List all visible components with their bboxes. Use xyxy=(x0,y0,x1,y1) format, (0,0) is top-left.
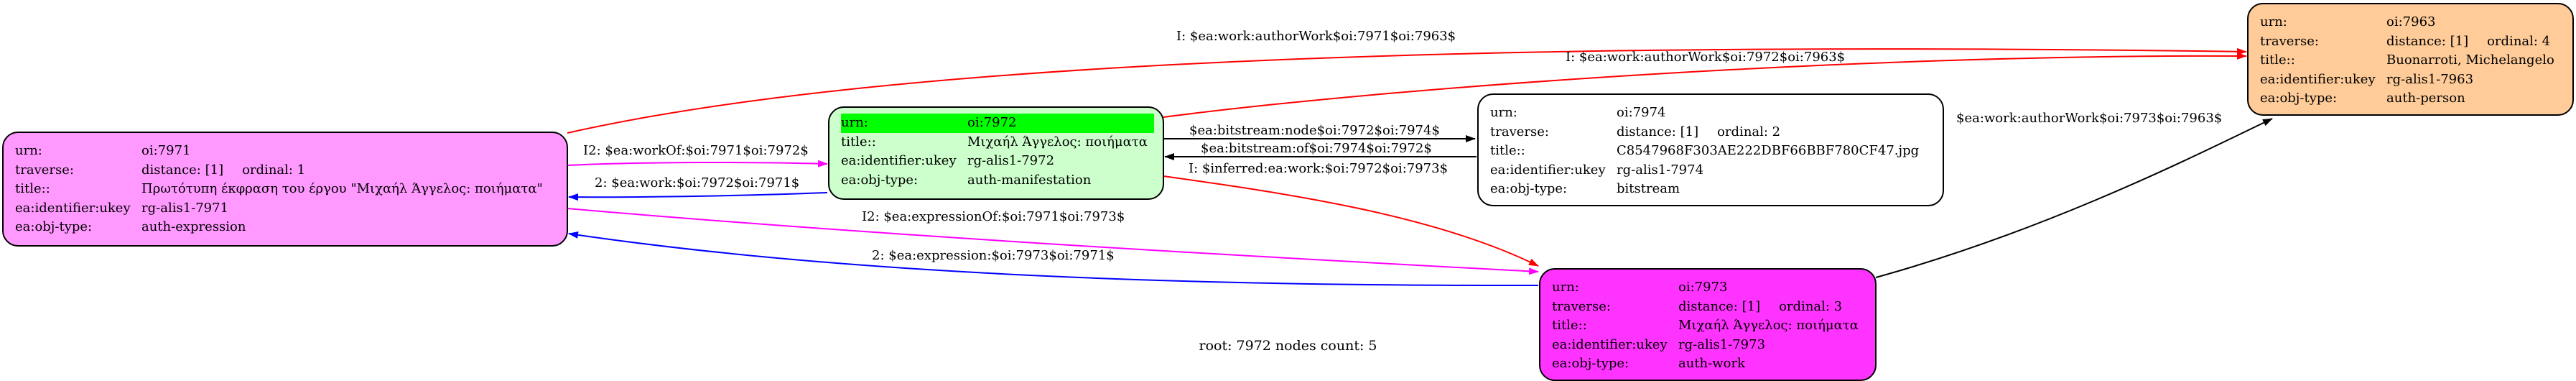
field-value: distance: [1] xyxy=(1617,124,1699,139)
field-value: auth-expression xyxy=(141,219,246,234)
edge-7972-7971-work xyxy=(568,192,828,201)
field-key: title:: xyxy=(1490,143,1525,158)
field-value: oi:7963 xyxy=(2386,14,2436,29)
edge-label-7972-7963: I: $ea:work:authorWork$oi:7972$oi:7963$ xyxy=(1566,50,1845,65)
field-value: auth-person xyxy=(2386,91,2465,106)
field-key: ea:identifier:ukey xyxy=(2260,71,2376,87)
field-key: traverse: xyxy=(1490,124,1549,139)
edge-7971-7972-workof xyxy=(567,160,828,167)
field-key: title:: xyxy=(2260,52,2295,68)
edge-7972-7973-inferred-work xyxy=(1163,175,1539,267)
field-key: ea:identifier:ukey xyxy=(1490,162,1606,178)
field-key: urn: xyxy=(1552,280,1579,295)
field-value: oi:7974 xyxy=(1617,105,1666,120)
field-value: oi:7971 xyxy=(141,143,191,158)
field-value: distance: [1] xyxy=(2386,33,2469,49)
node-7973[interactable]: urn: oi:7973 traverse: distance: [1] ordina… xyxy=(1539,268,1877,381)
field-value: distance: [1] xyxy=(141,162,224,178)
field-key: ea:obj-type: xyxy=(1552,356,1629,371)
field-key: ea:obj-type: xyxy=(841,172,919,188)
field-value: bitstream xyxy=(1617,181,1680,196)
field-key: traverse: xyxy=(2260,33,2319,49)
edge-label-7972-7971: 2: $ea:work:$oi:7972$oi:7971$ xyxy=(595,175,799,190)
edge-7973-7963-authorwork xyxy=(1875,118,2273,278)
field-value: auth-work xyxy=(1678,356,1745,371)
edge-label-7971-7963: I: $ea:work:authorWork$oi:7971$oi:7963$ xyxy=(1176,29,1456,44)
field-key: urn: xyxy=(841,114,967,133)
node-7963[interactable]: urn: oi:7963 traverse: distance: [1] ordina… xyxy=(2247,3,2574,116)
field-value: rg-alis1-7971 xyxy=(141,200,229,216)
field-key: ea:obj-type: xyxy=(15,219,93,234)
field-key: urn: xyxy=(15,143,42,158)
field-value: ordinal: 4 xyxy=(2487,33,2551,49)
field-key: ea:identifier:ukey xyxy=(841,153,957,168)
field-key: ea:obj-type: xyxy=(1490,181,1568,196)
edge-label-7973-7963: $ea:work:authorWork$oi:7973$oi:7963$ xyxy=(1956,111,2222,126)
field-key: ea:identifier:ukey xyxy=(15,200,131,216)
field-key: traverse: xyxy=(1552,298,1611,314)
field-value: C8547968F303AE222DBF66BBF780CF47.jpg xyxy=(1617,143,1920,158)
field-key: ea:identifier:ukey xyxy=(1552,336,1668,352)
field-value: Μιχαήλ Άγγελος: ποιήματα xyxy=(967,134,1148,150)
graph-footer: root: 7972 nodes count: 5 xyxy=(1199,338,1377,354)
field-key: urn: xyxy=(2260,14,2287,29)
field-value: rg-alis1-7963 xyxy=(2386,71,2474,87)
edge-label-7972-7973: I: $inferred:ea:work:$oi:7972$oi:7973$ xyxy=(1189,161,1448,176)
field-value: rg-alis1-7972 xyxy=(967,153,1055,168)
field-key: title:: xyxy=(1552,318,1587,333)
edge-label-7971-7972: I2: $ea:workOf:$oi:7971$oi:7972$ xyxy=(583,143,809,158)
field-value: ordinal: 3 xyxy=(1779,298,1843,314)
edge-7971-7963-authorwork xyxy=(567,47,2247,134)
field-value: rg-alis1-7974 xyxy=(1617,162,1704,178)
edge-label-7974-7972: $ea:bitstream:of$oi:7974$oi:7972$ xyxy=(1201,141,1432,156)
field-value: Μιχαήλ Άγγελος: ποιήματα xyxy=(1678,318,1859,333)
field-value: Πρωτότυπη έκφραση του έργου "Μιχαήλ Άγγε… xyxy=(141,181,543,196)
field-key: traverse: xyxy=(15,162,74,178)
field-value: distance: [1] xyxy=(1678,298,1761,314)
edge-label-7971-7973: I2: $ea:expressionOf:$oi:7971$oi:7973$ xyxy=(862,209,1125,224)
field-key: ea:obj-type: xyxy=(2260,91,2338,106)
field-value: Buonarroti, Michelangelo xyxy=(2386,52,2554,68)
field-value: ordinal: 2 xyxy=(1717,124,1781,139)
edge-label-7972-7974: $ea:bitstream:node$oi:7972$oi:7974$ xyxy=(1189,123,1440,138)
field-value: ordinal: 1 xyxy=(242,162,306,178)
field-key: title:: xyxy=(841,134,876,150)
edge-7971-7973-expressionof xyxy=(567,208,1539,275)
field-key: urn: xyxy=(1490,105,1517,120)
edge-7973-7971-expression xyxy=(568,231,1539,287)
field-value: oi:7973 xyxy=(1678,280,1728,295)
field-key: title:: xyxy=(15,181,50,196)
node-7971[interactable]: urn: oi:7971 traverse: distance: [1] ordina… xyxy=(2,132,568,247)
node-7974[interactable]: urn: oi:7974 traverse: distance: [1] ordina… xyxy=(1477,93,1944,206)
node-7972-root[interactable]: urn:oi:7972 title::Μιχαήλ Άγγελος: ποιήμ… xyxy=(828,106,1164,200)
edge-layer: I: $ea:work:authorWork$oi:7971$oi:7963$ … xyxy=(567,29,2273,287)
edge-7972-7963-authorwork xyxy=(1163,52,2247,118)
field-value: oi:7972 xyxy=(967,114,1154,133)
field-value: auth-manifestation xyxy=(967,172,1092,188)
field-value: rg-alis1-7973 xyxy=(1678,336,1766,352)
edge-label-7973-7971: 2: $ea:expression:$oi:7973$oi:7971$ xyxy=(872,248,1115,263)
